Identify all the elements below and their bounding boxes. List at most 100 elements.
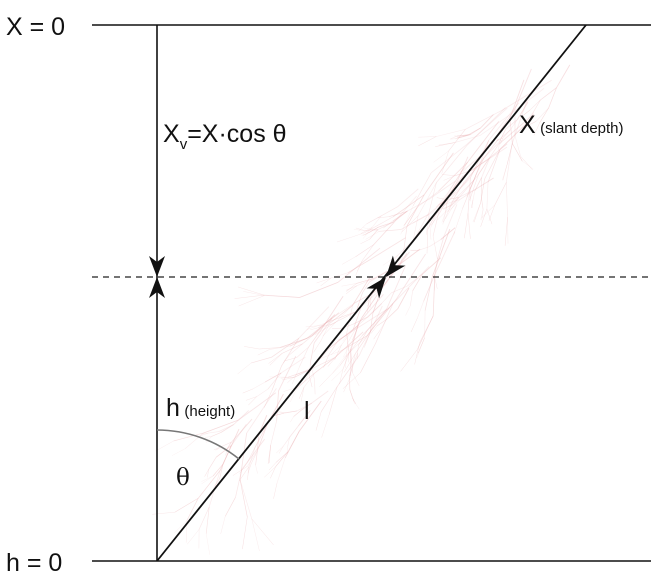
shower-branch: [269, 345, 290, 350]
shower-branch: [367, 226, 379, 234]
shower-branch: [355, 332, 370, 354]
shower-branch: [400, 349, 418, 372]
shower-branch: [388, 211, 407, 217]
shower-branch: [281, 377, 295, 381]
shower-branch: [366, 298, 397, 337]
shower-branch: [345, 285, 358, 294]
shower-branch: [496, 137, 504, 142]
shower-branch: [355, 227, 365, 231]
shower-branch: [440, 175, 464, 206]
top-surface-label: X = 0: [6, 13, 65, 41]
shower-branch: [328, 386, 338, 415]
shower-branch: [410, 318, 418, 333]
shower-branch: [331, 272, 348, 279]
shower-branch: [481, 156, 491, 178]
shower-branch: [428, 180, 456, 200]
shower-branch: [299, 282, 339, 298]
shower-branch: [321, 414, 330, 438]
shower-branch: [219, 464, 224, 479]
shower-branch: [466, 186, 472, 195]
shower-branch: [226, 442, 232, 450]
shower-branch: [297, 381, 305, 389]
shower-branch: [447, 199, 460, 204]
shower-branch: [208, 431, 219, 434]
shower-branch: [435, 142, 455, 147]
shower-branch: [283, 410, 298, 414]
shower-branch: [309, 357, 335, 371]
shower-branch: [436, 129, 466, 137]
slant-depth-label: X (slant depth): [519, 111, 624, 139]
shower-branch: [352, 398, 356, 405]
shower-branch: [376, 319, 387, 327]
shower-branch: [449, 138, 458, 140]
shower-branch: [213, 478, 220, 489]
shower-branch: [521, 110, 530, 117]
slant-depth-note: (slant depth): [540, 120, 623, 137]
shower-branch: [352, 303, 363, 330]
shower-branch: [329, 305, 353, 324]
shower-branch: [360, 227, 373, 234]
shower-branch: [247, 449, 259, 467]
shower-branch: [502, 164, 508, 181]
shower-branch: [281, 343, 303, 354]
shower-branch: [535, 107, 549, 122]
shower-branch: [231, 432, 241, 443]
shower-branch: [336, 232, 365, 243]
shower-branch: [449, 162, 468, 191]
air-shower-cascade: [152, 64, 571, 555]
shower-branch: [215, 445, 232, 458]
shower-branch: [441, 212, 446, 223]
shower-branch: [424, 277, 433, 311]
shower-branch: [320, 386, 338, 412]
shower-branch: [377, 222, 393, 230]
shower-branch: [337, 247, 381, 283]
shower-branch: [237, 392, 277, 421]
shower-branch: [432, 189, 451, 213]
shower-branch: [155, 440, 174, 452]
shower-branch: [359, 306, 383, 355]
height-arrowhead: [149, 277, 165, 298]
shower-branch: [370, 325, 378, 334]
shower-branch: [257, 434, 260, 451]
shower-branch: [350, 323, 359, 350]
shower-branch: [311, 314, 336, 336]
shower-branch: [514, 68, 532, 109]
shower-branch: [342, 372, 361, 389]
shower-branch: [520, 110, 530, 118]
vertical-depth-formula: Xv=X·cos θ: [163, 120, 287, 153]
shower-branch: [273, 413, 284, 417]
shower-branch: [504, 217, 508, 246]
shower-branch: [467, 177, 471, 214]
shower-branch: [220, 516, 226, 535]
shower-branch: [524, 121, 537, 128]
shower-branch: [378, 222, 393, 228]
shower-branch: [257, 349, 270, 356]
shower-branch: [458, 189, 475, 198]
shower-branch: [473, 202, 481, 223]
shower-branch: [448, 129, 466, 152]
shower-branch: [290, 387, 298, 402]
shower-branch: [332, 357, 345, 374]
shower-branch: [417, 182, 437, 216]
shower-branch: [429, 239, 441, 247]
shower-branch: [529, 99, 541, 111]
shower-branch: [471, 199, 474, 208]
shower-branch: [432, 274, 436, 316]
shower-branch: [338, 334, 348, 340]
shower-branch: [400, 214, 429, 230]
shower-branch: [310, 362, 315, 381]
shower-branch: [463, 165, 479, 185]
shower-branch: [379, 319, 387, 331]
shower-branch: [342, 334, 348, 342]
shower-branch: [392, 211, 407, 222]
shower-branch: [437, 199, 458, 221]
shower-branch: [241, 438, 265, 470]
shower-branch: [505, 119, 518, 130]
shower-branch: [248, 447, 256, 467]
shower-branch: [428, 182, 437, 213]
shower-branch: [284, 431, 300, 459]
shower-branch: [299, 347, 309, 368]
shower-branch: [525, 111, 534, 122]
shower-branch: [441, 150, 449, 174]
